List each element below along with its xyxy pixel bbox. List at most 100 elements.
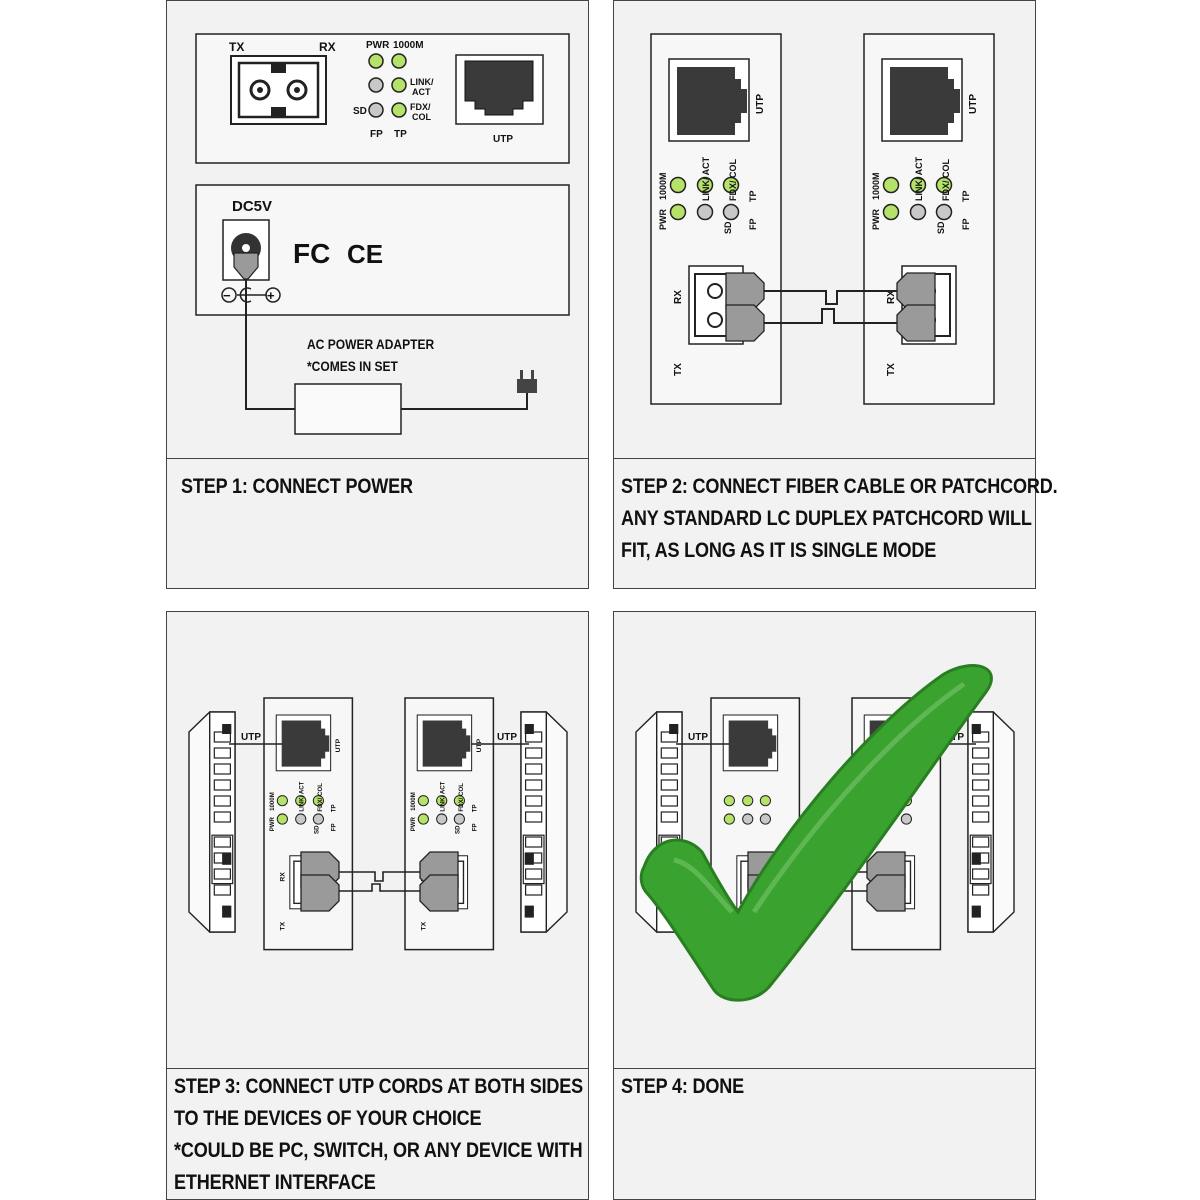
tx-label: TX bbox=[229, 40, 244, 54]
switch-port bbox=[972, 836, 990, 848]
status-led bbox=[882, 176, 900, 194]
switch-port bbox=[660, 763, 678, 775]
utp-label: UTP bbox=[968, 94, 979, 114]
1000m-label: 1000M bbox=[393, 40, 424, 51]
1000m-led bbox=[391, 53, 407, 69]
caption-line: STEP 3: CONNECT UTP CORDS AT BOTH SIDES bbox=[174, 1075, 584, 1098]
switch-port bbox=[213, 811, 231, 823]
utp-label: UTP bbox=[241, 732, 261, 743]
status-led bbox=[935, 203, 953, 221]
fp-label: FP bbox=[330, 823, 337, 831]
lc-connector bbox=[896, 272, 936, 310]
switch-port bbox=[972, 763, 990, 775]
fp-link-led bbox=[368, 77, 384, 93]
switch-bay bbox=[211, 834, 234, 885]
switch-led bbox=[524, 852, 534, 865]
fiber-ferrule bbox=[707, 283, 723, 299]
status-led bbox=[436, 813, 448, 825]
status-led bbox=[696, 203, 714, 221]
link-label: LINK/ ACT bbox=[439, 781, 446, 811]
switch-port bbox=[525, 868, 543, 880]
utp-label: UTP bbox=[493, 134, 513, 145]
switch-port bbox=[213, 884, 231, 896]
fp-label: FP bbox=[961, 218, 971, 230]
adapter-label: AC POWER ADAPTER bbox=[307, 336, 435, 352]
lc-connector bbox=[725, 304, 765, 342]
rx-label: RX bbox=[279, 872, 286, 882]
status-led bbox=[742, 795, 754, 807]
switch-port bbox=[972, 795, 990, 807]
switch-port bbox=[660, 795, 678, 807]
switch-led bbox=[971, 852, 981, 865]
switch-port bbox=[660, 747, 678, 759]
status-led bbox=[453, 795, 466, 807]
tx-label: TX bbox=[279, 921, 286, 930]
fp-label: FP bbox=[748, 218, 758, 230]
ethernet-switch bbox=[188, 711, 236, 933]
fdx-label: FDX/ COL bbox=[728, 158, 738, 201]
link-label: LINK/ bbox=[410, 77, 434, 87]
step1-caption: STEP 1: CONNECT POWER bbox=[167, 458, 588, 588]
switch-led bbox=[524, 905, 534, 918]
pwr-label: PWR bbox=[366, 40, 390, 51]
col-label: COL bbox=[412, 112, 432, 122]
fdx-label: FDX/ COL bbox=[941, 158, 951, 201]
switch-port bbox=[525, 811, 543, 823]
switch-led bbox=[971, 905, 981, 918]
switch-led bbox=[222, 724, 232, 734]
caption-line: STEP 4: DONE bbox=[621, 1075, 745, 1098]
switch-led bbox=[222, 905, 232, 918]
plus-sign: + bbox=[267, 288, 275, 303]
fdx-led bbox=[391, 102, 407, 118]
tp-label: TP bbox=[748, 190, 758, 202]
status-led bbox=[742, 813, 754, 825]
fiber-patchcord bbox=[339, 871, 420, 892]
fdx-label: FDX/ COL bbox=[317, 783, 324, 812]
tp-label: TP bbox=[961, 190, 971, 202]
dc-plug bbox=[233, 252, 259, 280]
pwr-label: PWR bbox=[410, 816, 417, 831]
lc-connector bbox=[896, 304, 936, 342]
ethernet-switch bbox=[967, 711, 1015, 933]
lc-connector bbox=[419, 874, 459, 912]
switch-port bbox=[972, 811, 990, 823]
status-led bbox=[417, 813, 429, 825]
status-led bbox=[759, 813, 772, 825]
switch-port bbox=[525, 836, 543, 848]
utp-label: UTP bbox=[335, 738, 342, 752]
fiber-ferrule bbox=[707, 312, 723, 328]
caption-line: ETHERNET INTERFACE bbox=[174, 1171, 376, 1194]
tx-label: TX bbox=[886, 363, 897, 376]
status-led bbox=[417, 795, 429, 807]
lc-connector bbox=[866, 874, 906, 912]
g1000-label: 1000M bbox=[871, 172, 881, 200]
utp-label: UTP bbox=[755, 94, 766, 114]
switch-port bbox=[213, 795, 231, 807]
link-label: LINK/ ACT bbox=[701, 156, 711, 201]
act-label: ACT bbox=[412, 87, 431, 97]
sd-label: SD bbox=[723, 221, 733, 234]
caption-line: *COULD BE PC, SWITCH, OR ANY DEVICE WITH bbox=[174, 1139, 583, 1162]
caption-line: ANY STANDARD LC DUPLEX PATCHCORD WILL bbox=[621, 507, 1032, 530]
status-led bbox=[900, 813, 913, 825]
switch-bay bbox=[522, 834, 545, 885]
status-led bbox=[669, 176, 687, 194]
status-led bbox=[436, 795, 448, 807]
fdx-label: FDX/ bbox=[410, 102, 431, 112]
status-led bbox=[276, 795, 288, 807]
switch-port bbox=[525, 747, 543, 759]
status-led bbox=[295, 813, 307, 825]
switch-led bbox=[524, 724, 534, 734]
ethernet-switch bbox=[520, 711, 568, 933]
fp-label: FP bbox=[370, 129, 383, 140]
switch-port bbox=[660, 811, 678, 823]
fdx-label: FDX/ COL bbox=[458, 783, 465, 812]
step1-panel: TX RX PWR 1000M LINK/ ACT FDX/ COL SD FP… bbox=[166, 0, 589, 589]
switch-port bbox=[213, 868, 231, 880]
switch-port bbox=[525, 795, 543, 807]
